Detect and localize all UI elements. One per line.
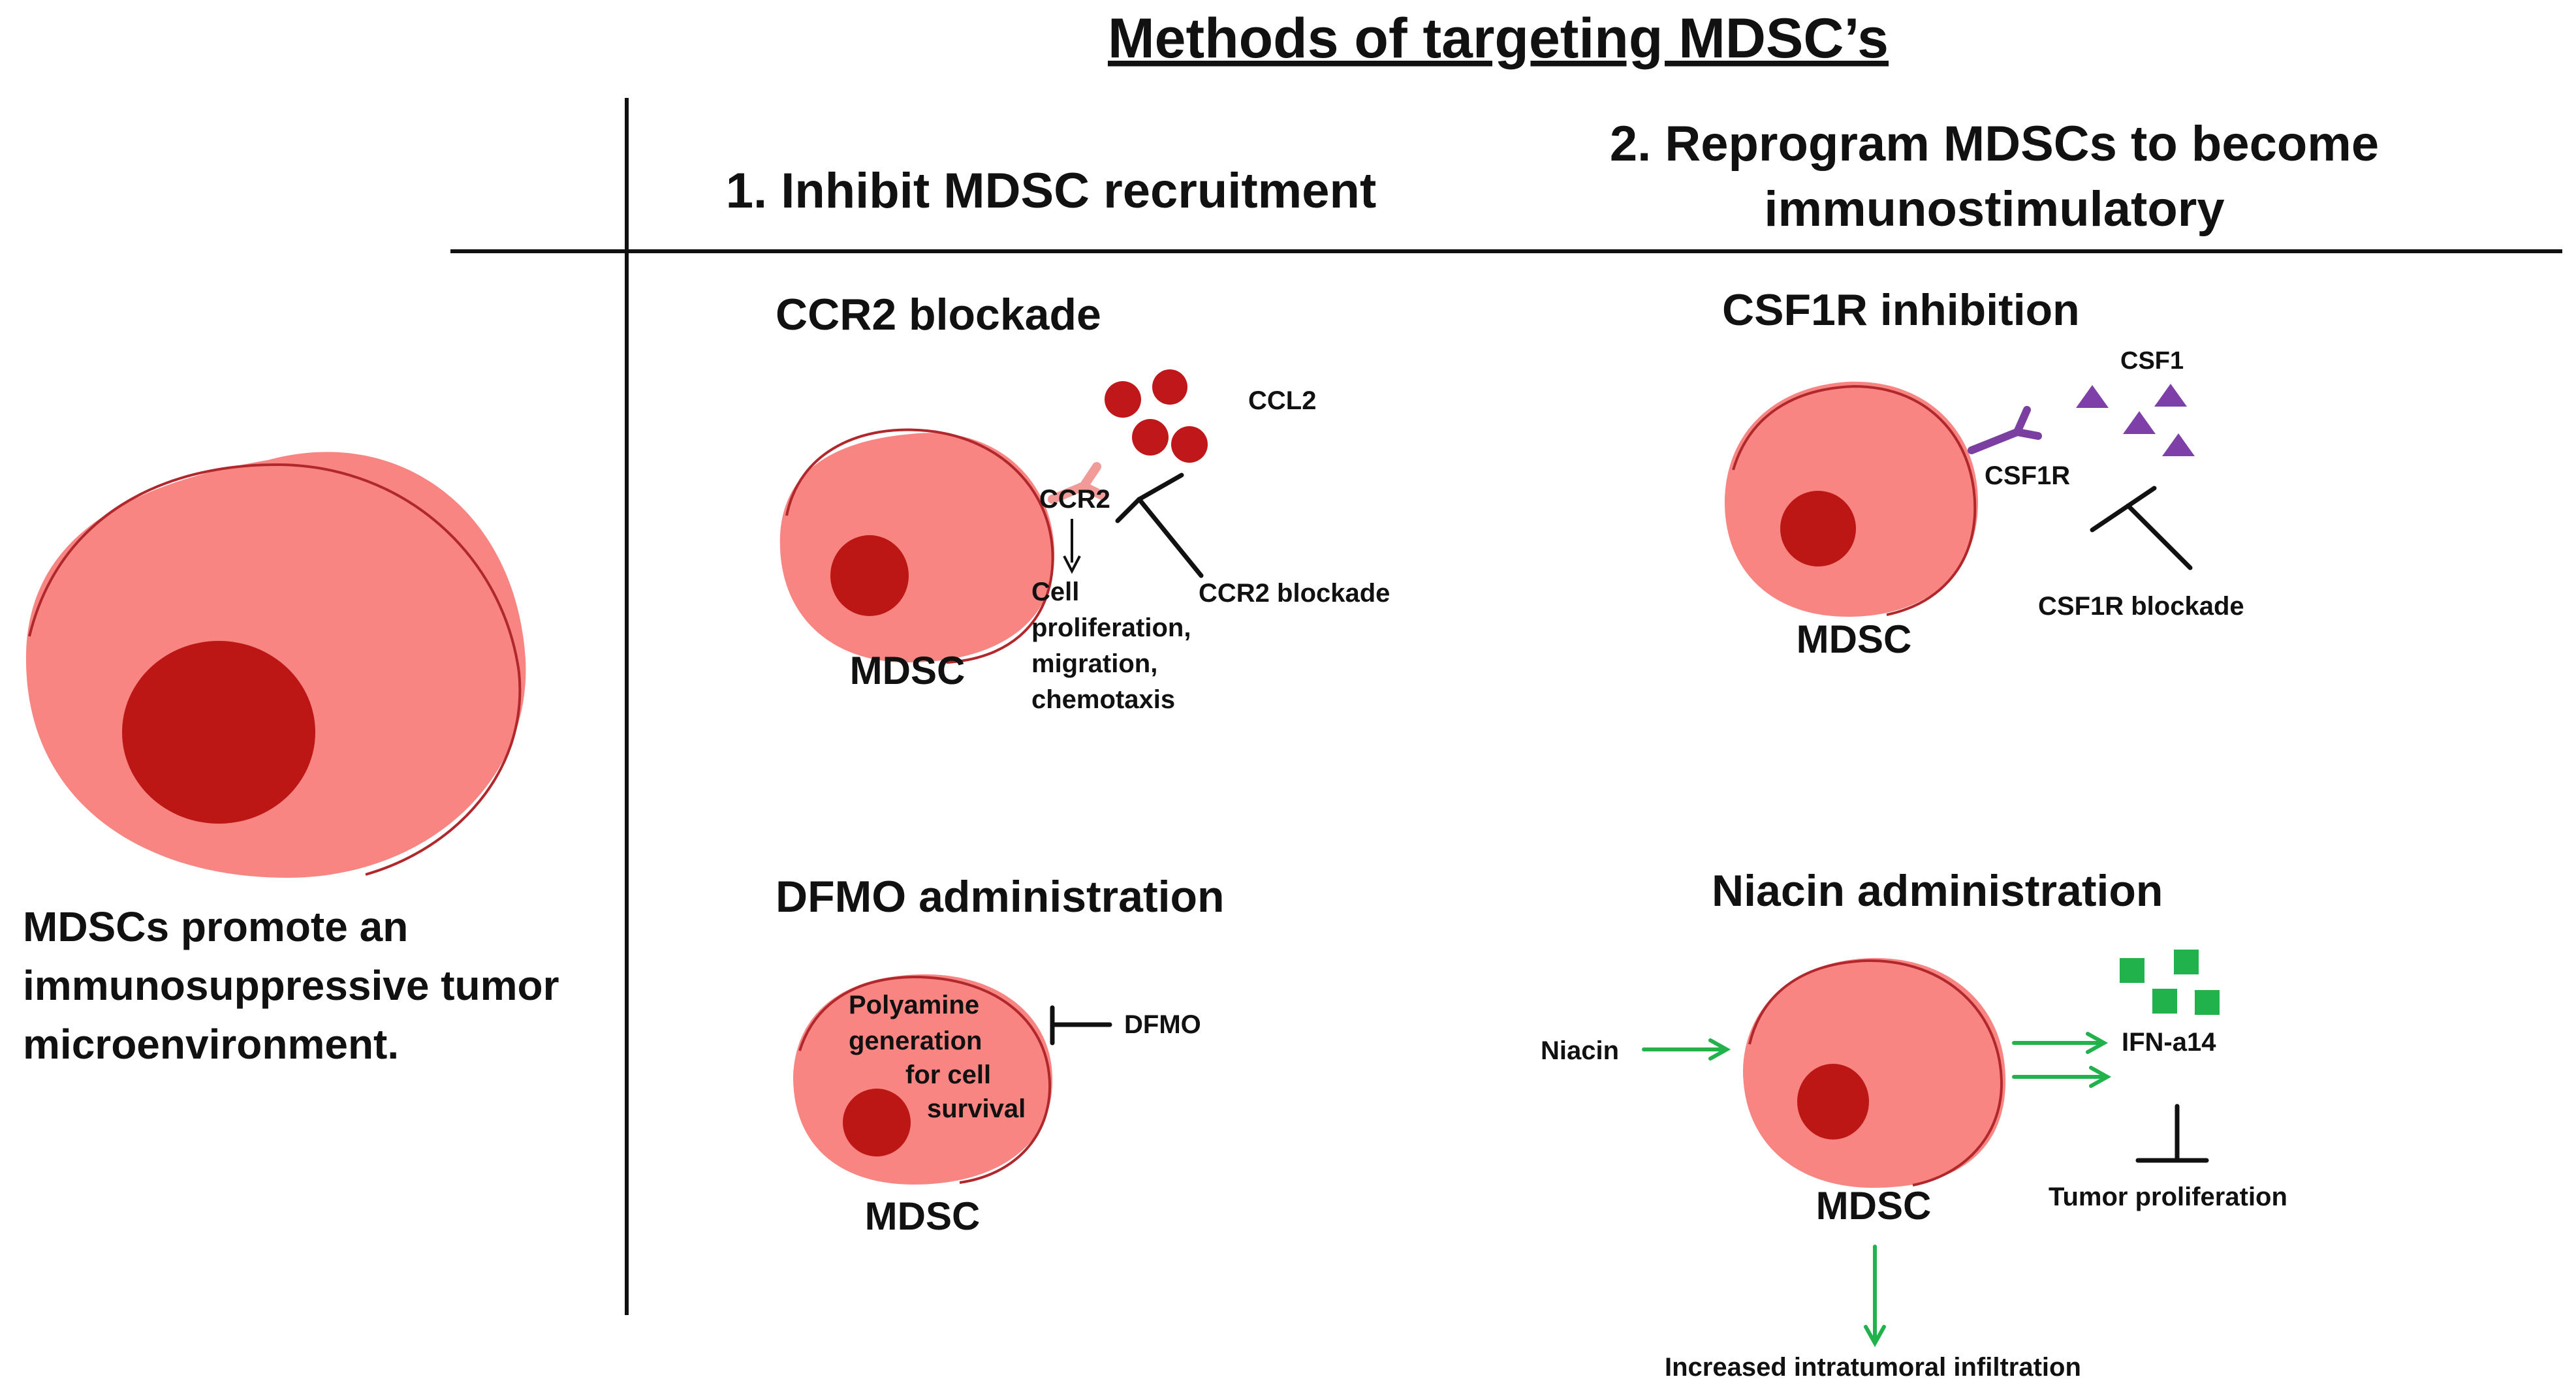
- ccr2-effect-line3: migration,: [1031, 649, 1157, 678]
- ccr2-effect-line2: proliferation,: [1031, 613, 1191, 642]
- ifn-output-arrow-2: [2012, 1066, 2112, 1088]
- left-caption-line3: microenvironment.: [23, 1021, 399, 1068]
- ifn-label: IFN-a14: [2122, 1028, 2216, 1057]
- ccr2-blockade-label: CCR2 blockade: [1199, 579, 1390, 608]
- tumor-proliferation-label: Tumor proliferation: [2049, 1183, 2287, 1211]
- csf1-molecule-3: [2123, 411, 2156, 434]
- dfmo-panel-title: DFMO administration: [776, 872, 1225, 922]
- csf1r-receptor: [1968, 406, 2042, 454]
- dfmo-cell-outline: [798, 975, 1052, 1184]
- ifn-molecule-2: [2174, 950, 2199, 974]
- ifn-molecule-3: [2152, 989, 2177, 1014]
- section2-heading-line2: immunostimulatory: [1764, 181, 2224, 237]
- dfmo-inside-line1: Polyamine: [849, 991, 979, 1019]
- ccl2-label: CCL2: [1248, 386, 1316, 415]
- ccl2-molecule-2: [1152, 369, 1187, 405]
- csf1r-receptor-label: CSF1R: [1985, 461, 2070, 490]
- ccl2-molecule-3: [1132, 419, 1169, 456]
- niacin-cell-outline: [1748, 959, 2003, 1187]
- niacin-input-arrow: [1642, 1038, 1731, 1061]
- dfmo-mdsc-label: MDSC: [865, 1194, 981, 1238]
- csf1r-panel-title: CSF1R inhibition: [1722, 285, 2080, 335]
- niacin-cell-membrane: [1743, 957, 2006, 1188]
- niacin-panel-title: Niacin administration: [1712, 866, 2163, 916]
- section1-heading: 1. Inhibit MDSC recruitment: [726, 163, 1377, 219]
- csf1r-inhibition-symbol: [2090, 486, 2193, 570]
- dfmo-inside-line3: for cell: [905, 1061, 991, 1089]
- left-caption-line2: immunosuppressive tumor: [23, 962, 559, 1009]
- ccr2-cell-outline: [785, 428, 1054, 664]
- tumor-inhibition-symbol: [2135, 1104, 2209, 1163]
- ccl2-molecule-1: [1105, 381, 1141, 418]
- dfmo-drug-label: DFMO: [1124, 1010, 1201, 1039]
- ifn-molecule-1: [2120, 958, 2144, 983]
- ccr2-receptor: [1048, 462, 1108, 504]
- ccr2-mdsc-cell: [779, 428, 1055, 664]
- large-cell-nucleus: [122, 641, 315, 824]
- ccr2-cell-nucleus: [830, 535, 909, 616]
- ifn-output-arrow-1: [2012, 1032, 2109, 1054]
- ccr2-panel-title: CCR2 blockade: [776, 290, 1101, 339]
- csf1r-cell-outline: [1732, 384, 1977, 616]
- csf1-molecule-2: [2154, 384, 2187, 407]
- niacin-mdsc-label: MDSC: [1816, 1184, 1932, 1228]
- csf1-label: CSF1: [2120, 347, 2184, 375]
- section2-heading-line1: 2. Reprogram MDSCs to become: [1610, 116, 2379, 172]
- csf1r-mdsc-cell: [1724, 381, 1978, 617]
- large-mdsc-cell: [25, 452, 526, 878]
- ccr2-inhibition-symbol: [1115, 473, 1204, 578]
- left-caption-line1: MDSCs promote an: [23, 903, 408, 950]
- niacin-mdsc-cell: [1743, 957, 2006, 1188]
- large-cell-outline: [28, 463, 522, 876]
- csf1r-cell-nucleus: [1780, 491, 1856, 566]
- dfmo-inside-line2: generation: [849, 1027, 982, 1055]
- csf1-molecule-4: [2162, 433, 2195, 456]
- dfmo-mdsc-cell: [793, 974, 1053, 1185]
- csf1r-mdsc-label: MDSC: [1797, 617, 1912, 661]
- csf1r-blockade-label: CSF1R blockade: [2038, 592, 2244, 621]
- dfmo-inside-line4: survival: [927, 1094, 1026, 1123]
- ccr2-effect-line4: chemotaxis: [1031, 685, 1175, 714]
- dfmo-inhibition-symbol: [1050, 1005, 1112, 1046]
- ccl2-molecule-4: [1171, 426, 1208, 463]
- ccr2-mdsc-label: MDSC: [850, 649, 966, 692]
- diagram-title: Methods of targeting MDSC’s: [1108, 7, 1889, 70]
- ccr2-effect-line1: Cell: [1031, 578, 1079, 606]
- ccr2-receptor-label: CCR2: [1039, 485, 1110, 514]
- niacin-input-label: Niacin: [1541, 1036, 1619, 1065]
- infiltration-arrow: [1864, 1245, 1886, 1348]
- dfmo-cell-nucleus: [843, 1089, 911, 1156]
- csf1-molecule-1: [2076, 385, 2109, 408]
- niacin-cell-nucleus: [1797, 1064, 1869, 1140]
- csf1r-cell-membrane: [1724, 381, 1978, 617]
- ccr2-signal-arrow-head: [1063, 555, 1081, 574]
- infiltration-label: Increased intratumoral infiltration: [1665, 1353, 2081, 1382]
- ifn-molecule-4: [2195, 990, 2220, 1015]
